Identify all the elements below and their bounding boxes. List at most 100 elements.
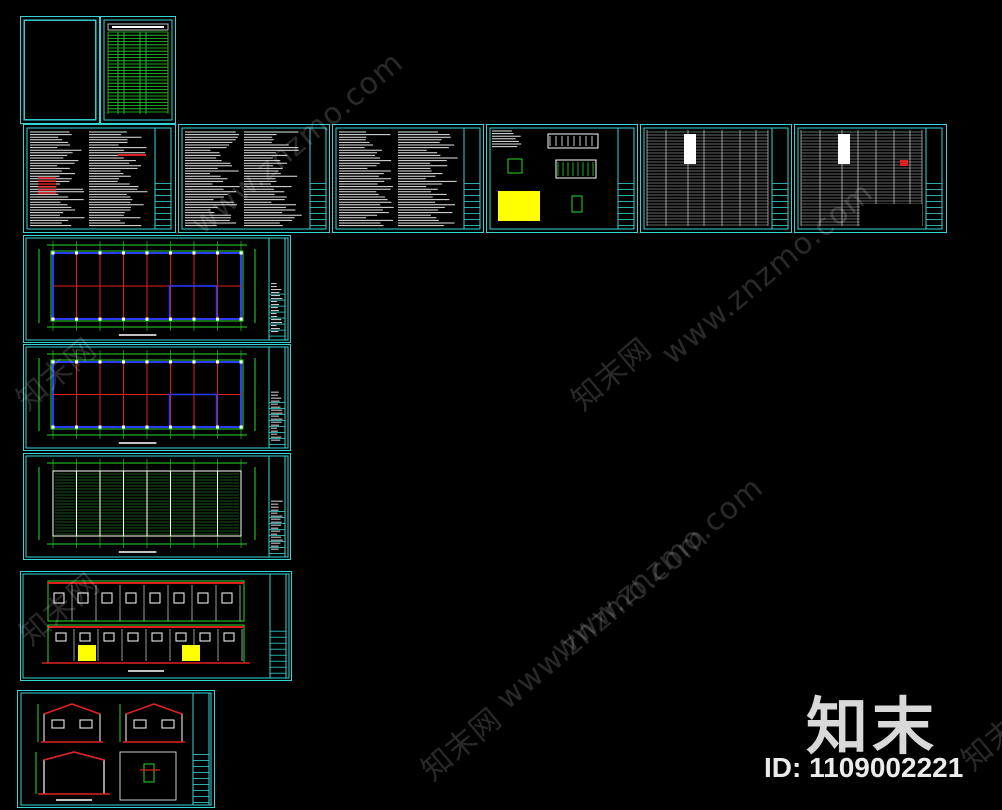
window (55, 632, 67, 642)
column (192, 425, 196, 429)
sheet-inner-frame (25, 237, 289, 341)
design-notes-sheet-1[interactable] (23, 124, 176, 233)
yellow-detail (498, 191, 540, 221)
column (145, 360, 149, 364)
column (98, 251, 102, 255)
column (145, 251, 149, 255)
window (53, 592, 65, 604)
window (125, 592, 137, 604)
window (161, 719, 175, 729)
roof-line (71, 703, 101, 715)
column (239, 425, 243, 429)
elevation-1 (47, 580, 245, 622)
column (122, 425, 125, 429)
schedule-sheet-2[interactable] (794, 124, 947, 233)
window (175, 632, 187, 642)
column (51, 360, 55, 364)
column (145, 425, 149, 429)
roof-line (43, 703, 73, 715)
index-inner-frame (103, 19, 173, 121)
title-block (154, 127, 172, 230)
window (127, 632, 139, 642)
door-yellow (182, 645, 200, 661)
roof-line (125, 703, 155, 715)
roof-line (43, 751, 75, 761)
cover-inner-frame (23, 19, 97, 121)
column (239, 251, 243, 255)
brand-logo: 知末 (806, 690, 939, 763)
title-block (269, 573, 287, 679)
title-block (309, 127, 327, 230)
column (75, 317, 78, 321)
column (169, 317, 172, 321)
wall-outline (50, 250, 244, 322)
detail-frame (119, 751, 177, 801)
column (216, 425, 219, 429)
column (98, 317, 102, 321)
column (75, 425, 78, 429)
title-block (268, 455, 286, 558)
window (197, 592, 209, 604)
sections-sheet[interactable] (17, 690, 215, 808)
column (216, 360, 219, 364)
title-block (463, 127, 481, 230)
column (51, 251, 55, 255)
column (122, 360, 125, 364)
details-sheet[interactable] (486, 124, 638, 233)
index-title-bar (107, 23, 169, 31)
drawing-content (20, 19, 943, 806)
column (98, 360, 102, 364)
title-block (925, 127, 943, 230)
column (216, 251, 219, 255)
window (223, 632, 235, 642)
window (149, 592, 161, 604)
column (169, 360, 172, 364)
window (101, 592, 113, 604)
sheet-inner-frame (25, 346, 289, 449)
schedule-sheet-1[interactable] (640, 124, 792, 233)
column (192, 360, 196, 364)
window (151, 632, 163, 642)
detail-elevation (555, 159, 597, 179)
roof-plan-sheet[interactable] (23, 453, 291, 560)
detail-door (571, 195, 583, 213)
design-notes-sheet-3[interactable] (332, 124, 484, 233)
title-block (192, 692, 210, 806)
window (103, 632, 115, 642)
schedule-fill (838, 134, 850, 164)
column (122, 317, 125, 321)
column (122, 251, 125, 255)
sheet-inner-frame (20, 692, 212, 806)
floor-plan-1-sheet[interactable] (23, 235, 291, 343)
roof-line (153, 703, 183, 715)
column (192, 251, 196, 255)
column (75, 251, 78, 255)
column (169, 251, 172, 255)
red-mark (900, 160, 908, 166)
design-notes-sheet-2[interactable] (178, 124, 330, 233)
schedule-blank (860, 204, 922, 228)
column (239, 360, 243, 364)
sheet-inner-frame (643, 127, 789, 230)
title-block (771, 127, 789, 230)
window (199, 632, 211, 642)
title-block (268, 237, 286, 341)
window (51, 719, 65, 729)
title-block (617, 127, 635, 230)
window (173, 592, 185, 604)
column (145, 317, 149, 321)
drawing-index-sheet[interactable] (100, 16, 176, 124)
sheet-inner-frame (22, 573, 290, 679)
window (79, 632, 91, 642)
title-block (268, 346, 286, 449)
elevations-sheet[interactable] (20, 571, 292, 681)
asset-id: ID: 1109002221 (764, 752, 964, 783)
column (75, 360, 78, 364)
column (51, 425, 55, 429)
roof-line (73, 751, 105, 761)
column (239, 317, 243, 321)
floor-plan-2-sheet[interactable] (23, 344, 291, 451)
column (98, 425, 102, 429)
column (192, 317, 196, 321)
